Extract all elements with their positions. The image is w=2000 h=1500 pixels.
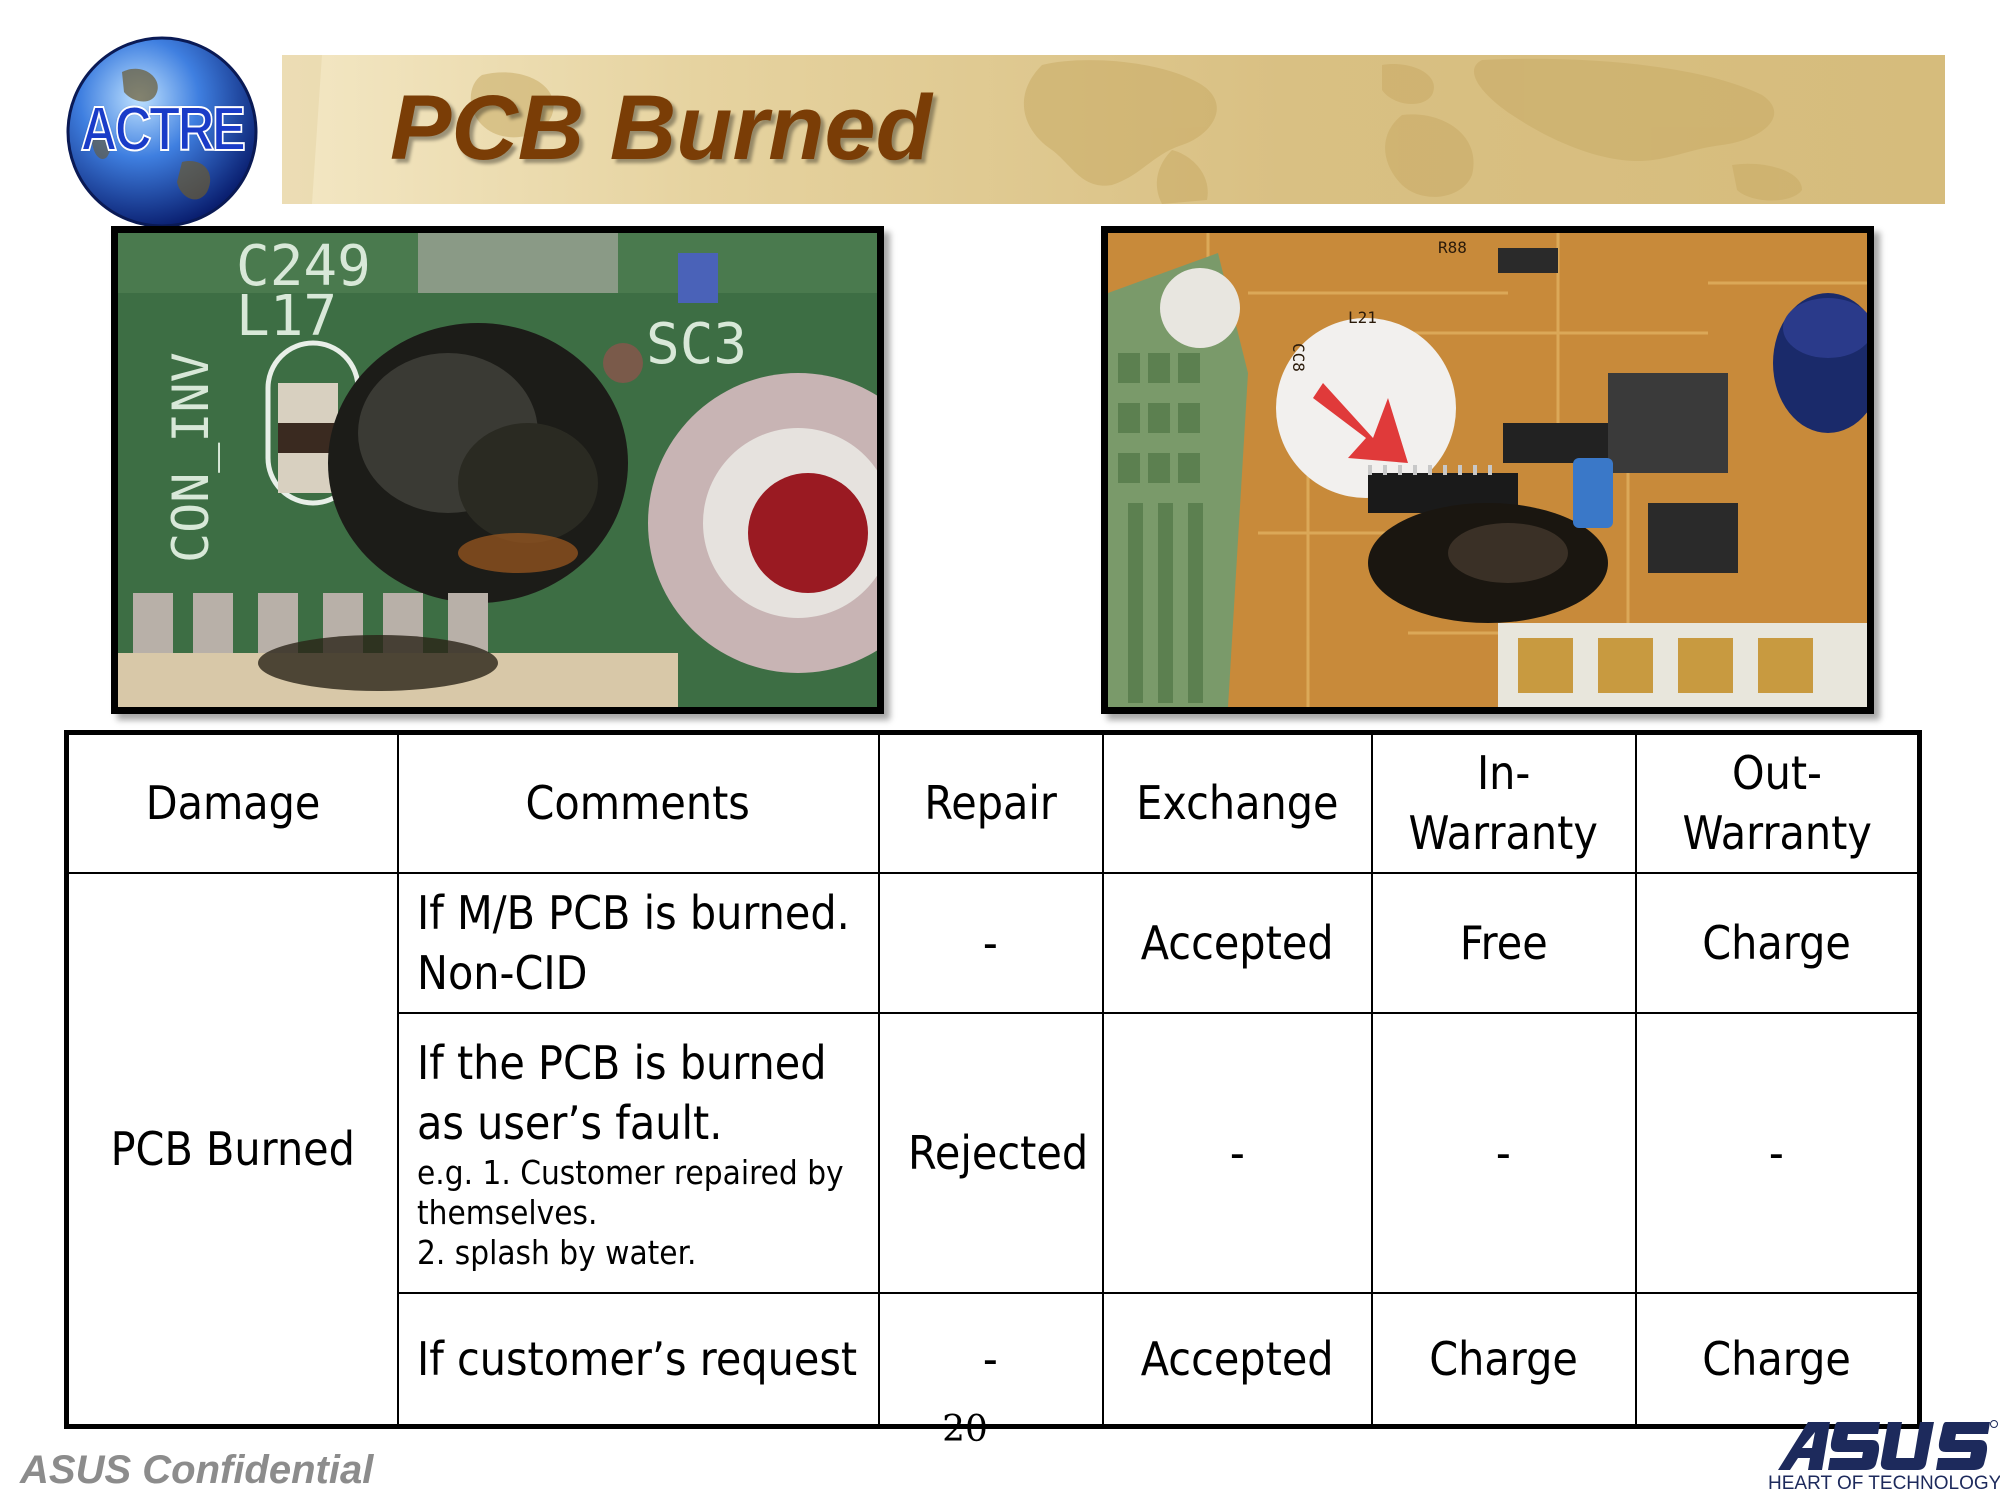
asus-logo — [1778, 1420, 1998, 1470]
world-map-graphic — [282, 55, 1802, 204]
out-warranty-cell: Charge — [1634, 1291, 1921, 1428]
pcb-label-l17: L17 — [236, 284, 337, 349]
brand-tagline: HEART OF TECHNOLOGY — [1768, 1473, 2000, 1494]
page-title: PCB Burned — [390, 77, 932, 179]
damage-cell: PCB Burned — [65, 871, 399, 1428]
pcb-label-con-inv: CON_INV — [162, 352, 220, 563]
pcb-label-cc8: CC8 — [1289, 343, 1308, 372]
header-out-warranty: Out- Warranty — [1634, 731, 1921, 874]
actre-globe-logo — [66, 36, 258, 228]
pcb-label-l21: L21 — [1348, 308, 1377, 327]
confidential-notice: ASUS Confidential — [20, 1448, 374, 1492]
burned-pcb-photo-left: C249 L17 SC3 CON_INV — [111, 226, 884, 714]
repair-cell: - — [877, 871, 1104, 1014]
warranty-policy-table: Damage Comments Repair Exchange In- Warr… — [64, 730, 1922, 1429]
header-repair: Repair — [877, 731, 1104, 874]
table-row: If customer’s request - Accepted Charge … — [67, 1291, 1921, 1428]
page-number: 20 — [942, 1409, 988, 1450]
in-warranty-cell: Charge — [1370, 1291, 1637, 1428]
header-damage: Damage — [65, 731, 399, 874]
out-warranty-cell: - — [1634, 1011, 1921, 1294]
pcb-label-sc3: SC3 — [646, 312, 747, 377]
repair-cell: - — [877, 1291, 1104, 1428]
actre-logo-text: ACTRE — [80, 95, 247, 165]
exchange-cell: - — [1101, 1011, 1373, 1294]
header-in-warranty: In- Warranty — [1370, 731, 1637, 874]
in-warranty-cell: Free — [1370, 871, 1637, 1014]
header-banner — [282, 55, 1945, 204]
table-header-row: Damage Comments Repair Exchange In- Warr… — [65, 731, 1921, 874]
pcb-label-r88: R88 — [1438, 238, 1467, 257]
header-exchange: Exchange — [1101, 731, 1373, 874]
table-row: PCB Burned If M/B PCB is burned. Non-CID… — [65, 871, 1921, 1428]
repair-cell: Rejected — [877, 1011, 1104, 1294]
comment-cell: If customer’s request — [396, 1291, 880, 1428]
in-warranty-cell: - — [1370, 1011, 1637, 1294]
pcb-label-c249: C249 — [236, 234, 371, 299]
comment-cell: If the PCB is burned as user’s fault. e.… — [396, 1011, 880, 1294]
exchange-cell: Accepted — [1101, 1291, 1373, 1428]
out-warranty-cell: Charge — [1634, 871, 1921, 1014]
comment-cell: If M/B PCB is burned. Non-CID — [396, 871, 880, 1014]
exchange-cell: Accepted — [1101, 871, 1373, 1014]
burned-pcb-photo-right: R88 L21 CC8 — [1101, 226, 1874, 714]
table-row: If the PCB is burned as user’s fault. e.… — [67, 1011, 1921, 1294]
header-comments: Comments — [396, 731, 880, 874]
